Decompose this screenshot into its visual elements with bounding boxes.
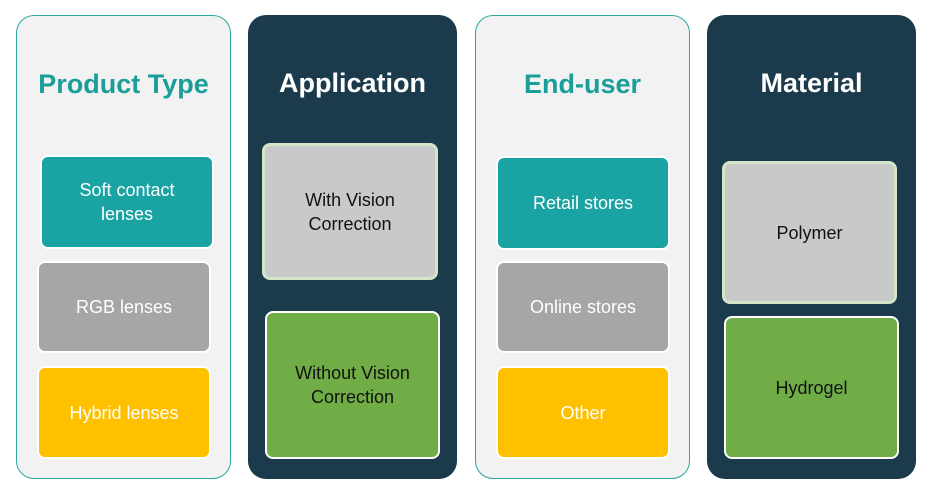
product-type-panel: Product Type Soft contact lenses RGB len… [16, 15, 231, 479]
material-panel: Material Polymer Hydrogel [707, 15, 916, 479]
material-title: Material [760, 68, 863, 98]
online-stores-box: Online stores [496, 261, 670, 353]
soft-contact-lenses-box: Soft contact lenses [40, 155, 214, 249]
end-user-title: End-user [523, 69, 642, 99]
product-type-title: Product Type [38, 69, 209, 99]
polymer-box: Polymer [722, 161, 897, 304]
application-panel: Application With Vision Correction Witho… [248, 15, 457, 479]
hydrogel-box: Hydrogel [724, 316, 899, 459]
application-title: Application [279, 68, 426, 98]
hybrid-lenses-box: Hybrid lenses [37, 366, 211, 459]
retail-stores-box: Retail stores [496, 156, 670, 250]
rgb-lenses-box: RGB lenses [37, 261, 211, 353]
without-vision-correction-box: Without Vision Correction [265, 311, 440, 459]
with-vision-correction-box: With Vision Correction [262, 143, 438, 280]
other-box: Other [496, 366, 670, 459]
end-user-panel: End-user Retail stores Online stores Oth… [475, 15, 690, 479]
